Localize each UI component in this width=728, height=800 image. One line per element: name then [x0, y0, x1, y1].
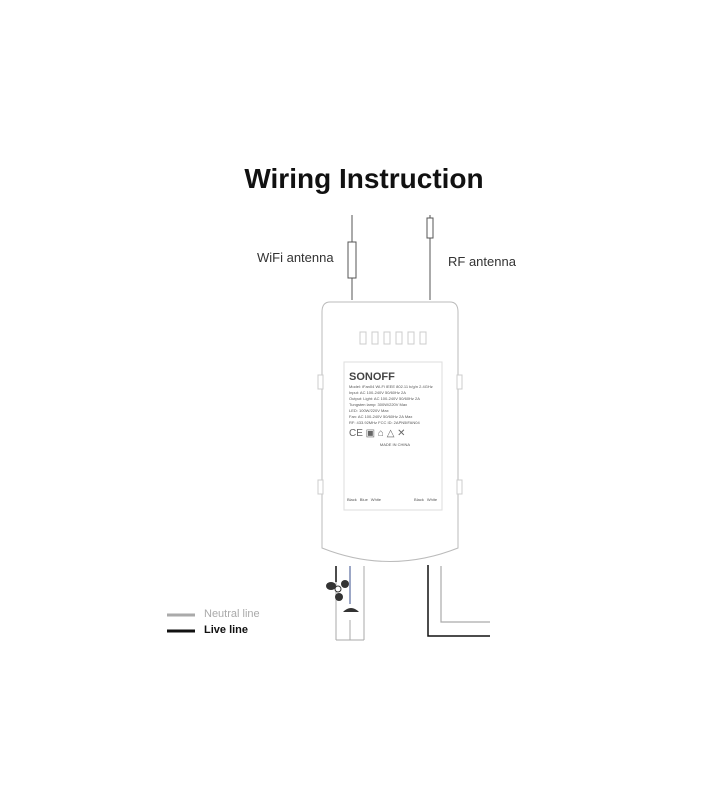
- terminal-label: Black: [414, 497, 424, 502]
- spec-line: RF: 433.92MHz FCC ID: 2APN5IFAN04: [349, 420, 420, 425]
- brand-logo: SONOFF: [349, 371, 395, 383]
- spec-line: Fan: AC 100-240V 50/60Hz 2A Max: [349, 414, 413, 419]
- spec-line: Tungsten lamp: 300W/220V Max: [349, 402, 408, 407]
- legend-live: Live line: [204, 624, 249, 636]
- cert-icons: CE ▣ ⌂ △ ✕: [349, 428, 406, 439]
- terminal-label: Blue: [359, 497, 368, 502]
- legend-neutral: Neutral line: [204, 608, 260, 620]
- spec-line: Model: iFan04 Wi-Fi IEEE 802.11 b/g/n 2.…: [349, 384, 433, 389]
- terminal-label: White: [370, 497, 382, 502]
- rf-antenna-label: RF antenna: [448, 254, 516, 269]
- neutral-wire: [440, 566, 490, 623]
- terminal-label: Black: [347, 497, 357, 502]
- load-wires: [335, 566, 365, 641]
- terminal-label: White: [426, 497, 438, 502]
- made-in-label: MADE IN CHINA: [379, 442, 411, 447]
- fan-icon: [326, 580, 349, 601]
- page-title: Wiring Instruction: [244, 163, 484, 194]
- spec-label: [343, 361, 443, 511]
- lamp-icon: [343, 608, 359, 612]
- spec-line: Output: Light: AC 100-240V 50/60Hz 2A: [349, 396, 420, 401]
- top-vents: [359, 331, 427, 345]
- live-wire: [427, 565, 490, 637]
- spec-line: Input: AC 100-240V 50/60Hz 2A: [349, 390, 406, 395]
- wifi-antenna-label: WiFi antenna: [257, 250, 334, 265]
- wifi-antenna: [347, 215, 357, 300]
- spec-line: LED: 100W/220V Max: [349, 408, 389, 413]
- rf-antenna: [426, 215, 434, 300]
